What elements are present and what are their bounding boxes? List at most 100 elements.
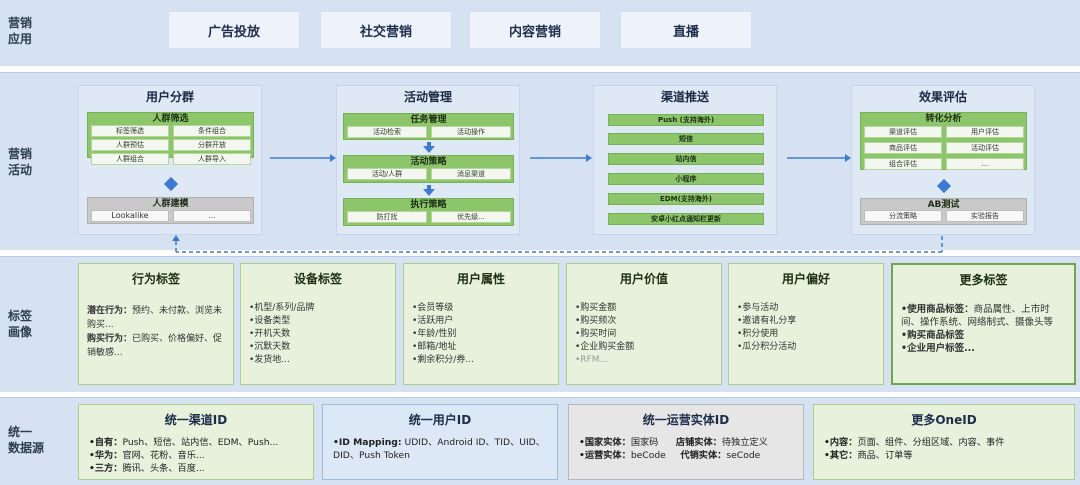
panel-title: 效果评估 (918, 90, 967, 104)
ds-card-user-id[interactable]: 统一用户ID •ID Mapping: UDID、Android ID、TID、… (322, 404, 558, 480)
conv-cell[interactable]: 活动评估 (946, 142, 1024, 154)
flow-arrow (787, 154, 851, 162)
flow-arrow (270, 154, 336, 162)
ds-card-entity-id[interactable]: 统一运营实体ID •国家实体：国家码 店铺实体：待独立定义 •运营实体：beCo… (568, 404, 804, 480)
tag-line: •RFM... (575, 355, 609, 365)
model-cell[interactable]: ... (173, 210, 251, 222)
flow-arrow (530, 154, 592, 162)
section-title-profile: 标签 画像 (8, 309, 33, 339)
channel-bar[interactable]: 站内信 (608, 153, 764, 165)
tag-line: 购买行为：已购买、价格偏好、促销敏感... (87, 334, 223, 358)
ds-line: •国家实体：国家码 店铺实体：待独立定义 (579, 437, 768, 448)
ds-line: •ID Mapping: UDID、Android ID、TID、UID、DID… (333, 437, 545, 461)
ds-line: •三方：腾讯、头条、百度... (89, 463, 205, 474)
filter-cell[interactable]: 标签筛选 (91, 125, 169, 137)
filter-cell[interactable]: 人群预估 (91, 139, 169, 151)
tag-body: •参与活动 •邀请有礼分享 •积分使用 •瓜分积分活动 (737, 302, 877, 354)
tag-line: •活跃用户 (412, 316, 454, 326)
tag-line: •邮箱/地址 (412, 342, 457, 352)
connector-diamond (936, 178, 952, 194)
marketing-apps-band: 营销 应用 广告投放 社交营销 内容营销 直播 (0, 0, 1080, 66)
filter-cell[interactable]: 分群开放 (173, 139, 251, 151)
conv-cell[interactable]: 组合评估 (864, 158, 942, 170)
ds-body: •内容：页面、组件、分组区域、内容、事件 •其它：商品、订单等 (824, 436, 1066, 462)
ds-card-channel-id[interactable]: 统一渠道ID •自有：Push、短信、站内信、EDM、Push... •华为：官… (78, 404, 314, 480)
tag-line: •开机天数 (249, 329, 291, 339)
ds-title: 统一渠道ID (164, 413, 228, 427)
app-live[interactable]: 直播 (620, 11, 752, 49)
exec-cell[interactable]: 优先级... (431, 211, 511, 223)
ds-line: •运营实体：beCode 代销实体：seCode (579, 450, 761, 461)
exec-title: 执行策略 (410, 200, 447, 210)
tag-card-behavior[interactable]: 行为标签 潜在行为：预约、未付款、浏览未购买... 购买行为：已购买、价格偏好、… (78, 263, 234, 385)
tag-line: •邀请有礼分享 (737, 316, 797, 326)
conv-cell[interactable]: 用户评估 (946, 126, 1024, 138)
tag-line: •剩余积分/券... (412, 355, 474, 365)
tag-line: •参与活动 (737, 303, 779, 313)
filter-cell[interactable]: 人群导入 (173, 153, 251, 165)
tag-title: 用户偏好 (781, 272, 830, 286)
tag-line: •瓜分积分活动 (737, 342, 797, 352)
tag-body: 潜在行为：预约、未付款、浏览未购买... 购买行为：已购买、价格偏好、促销敏感.… (87, 304, 227, 360)
tag-line: •购买时间 (575, 329, 617, 339)
task-cell[interactable]: 活动检索 (347, 126, 427, 138)
tag-title: 设备标签 (293, 272, 342, 286)
tag-title: 更多标签 (959, 273, 1008, 287)
tag-card-user-value[interactable]: 用户价值 •购买金额•购买频次•购买时间•企业购买金额•RFM... (566, 263, 722, 385)
strategy-title: 活动策略 (410, 157, 447, 167)
feedback-loop-arrow (172, 235, 943, 253)
conv-cell[interactable]: 渠道评估 (864, 126, 942, 138)
tag-title: 用户价值 (619, 272, 668, 286)
strategy-cell[interactable]: 消息渠道 (431, 168, 511, 180)
app-content[interactable]: 内容营销 (469, 11, 601, 49)
ds-line: •其它：商品、订单等 (824, 450, 913, 461)
tag-title: 用户属性 (456, 272, 505, 286)
tag-card-user-attr[interactable]: 用户属性 •会员等级•活跃用户•年龄/性别•邮箱/地址•剩余积分/券... (403, 263, 559, 385)
tag-line: •积分使用 (737, 329, 779, 339)
panel-title: 渠道推送 (660, 90, 709, 104)
tag-line: •购买金额 (575, 303, 617, 313)
conv-cell[interactable]: ... (946, 158, 1024, 170)
down-arrow-icon (423, 189, 435, 196)
exec-cell[interactable]: 防打扰 (347, 211, 427, 223)
tag-line: •发货地... (249, 355, 290, 365)
channel-bar[interactable]: 短信 (608, 133, 764, 145)
ab-cell[interactable]: 实验报告 (946, 210, 1024, 222)
conv-cell[interactable]: 商品评估 (864, 142, 942, 154)
down-arrow-stem (427, 185, 431, 189)
ds-title: 统一用户ID (408, 413, 472, 427)
section-title-apps: 营销 应用 (8, 16, 33, 46)
task-title: 任务管理 (410, 115, 447, 125)
ab-cell[interactable]: 分流策略 (864, 210, 942, 222)
ds-card-more-oneid[interactable]: 更多OneID •内容：页面、组件、分组区域、内容、事件 •其它：商品、订单等 (813, 404, 1075, 480)
channel-bar[interactable]: Push (支持海外) (608, 114, 764, 126)
ds-body: •ID Mapping: UDID、Android ID、TID、UID、DID… (333, 436, 549, 462)
strategy-cell[interactable]: 活动/人群 (347, 168, 427, 180)
task-cell[interactable]: 活动操作 (431, 126, 511, 138)
ds-line: •内容：页面、组件、分组区域、内容、事件 (824, 437, 1005, 448)
app-ad[interactable]: 广告投放 (168, 11, 300, 49)
app-social[interactable]: 社交营销 (320, 11, 452, 49)
ds-title: 统一运营实体ID (642, 413, 730, 427)
filter-cell[interactable]: 条件组合 (173, 125, 251, 137)
tag-line: •购买频次 (575, 316, 617, 326)
tag-line: •使用商品标签：商品属性、上市时间、操作系统、网络制式、摄像头等 (901, 304, 1054, 328)
channel-bar[interactable]: 安卓小红点通知栏更新 (608, 213, 764, 225)
tag-line: •沉默天数 (249, 342, 291, 352)
tag-card-more[interactable]: 更多标签 •使用商品标签：商品属性、上市时间、操作系统、网络制式、摄像头等 •购… (891, 263, 1076, 385)
model-cell[interactable]: Lookalike (91, 210, 169, 222)
tag-line: •企业用户标签... (901, 343, 975, 354)
filter-cell[interactable]: 人群组合 (91, 153, 169, 165)
ds-line: •自有：Push、短信、站内信、EDM、Push... (89, 437, 279, 448)
tag-card-device[interactable]: 设备标签 •机型/系列/品牌•设备类型•开机天数•沉默天数•发货地... (240, 263, 396, 385)
tag-line: •购买商品标签 (901, 330, 965, 341)
ds-body: •自有：Push、短信、站内信、EDM、Push... •华为：官网、花粉、音乐… (89, 436, 305, 475)
channel-bar[interactable]: EDM(支持海外) (608, 193, 764, 205)
panel-campaign: 活动管理 任务管理 活动检索 活动操作 活动策略 活动/人群 消息渠道 执行策略… (336, 85, 520, 235)
conversion-title: 转化分析 (925, 114, 962, 124)
down-arrow-stem (427, 142, 431, 146)
tag-body: •机型/系列/品牌•设备类型•开机天数•沉默天数•发货地... (249, 302, 389, 367)
tag-body: •使用商品标签：商品属性、上市时间、操作系统、网络制式、摄像头等 •购买商品标签… (901, 303, 1068, 355)
channel-bar[interactable]: 小程序 (608, 173, 764, 185)
tag-card-preference[interactable]: 用户偏好 •参与活动 •邀请有礼分享 •积分使用 •瓜分积分活动 (728, 263, 884, 385)
